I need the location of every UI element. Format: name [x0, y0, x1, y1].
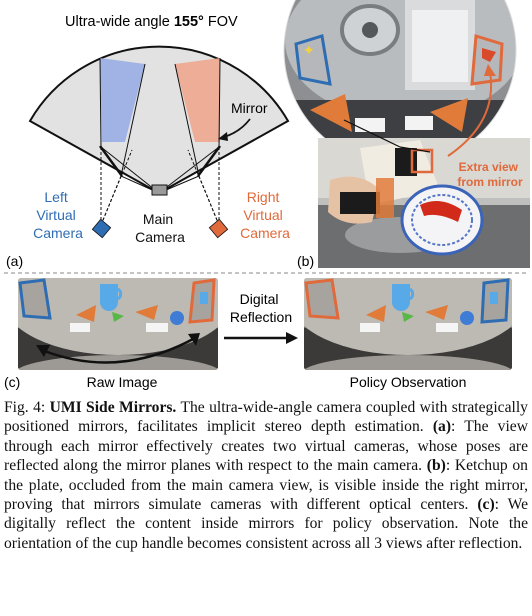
virtual-dashed-rays — [100, 147, 220, 226]
caption-b-tag: (b) — [426, 457, 446, 475]
caption-a-tag: (a) — [432, 418, 452, 436]
panel-c-letter: (c) — [4, 374, 20, 390]
connector-right — [399, 146, 431, 153]
extra-view-arrowhead-icon — [484, 64, 496, 76]
policy-left-mirror — [304, 278, 340, 320]
panel-a-letter: (a) — [6, 253, 23, 269]
sparkle-icon: ✦ — [303, 43, 315, 59]
caption-text-4: : We digitally reflect the content insid… — [4, 496, 529, 552]
right-camera-label: Right Virtual Camera — [240, 189, 290, 241]
connector-left — [343, 119, 401, 148]
raw-image-label: Raw Image — [87, 374, 158, 390]
panel-c: Digital Reflection (c) Raw Image Policy … — [4, 278, 512, 390]
fisheye-left-mirror — [294, 34, 332, 86]
fov-sector — [28, 45, 290, 195]
mirror-label: Mirror — [231, 100, 268, 116]
raw-image — [18, 278, 218, 370]
left-camera-label: Left Virtual Camera — [33, 189, 83, 241]
panel-a-diagram: Ultra-wide angle 155° FOV — [6, 14, 290, 269]
policy-observation-image — [304, 278, 512, 370]
caption-fig-label: Fig. 4: — [4, 399, 50, 416]
digital-reflection-arrowhead-icon — [286, 332, 298, 344]
caption-text-3: : Ketchup on the plate, occluded from th… — [4, 457, 528, 514]
panel-b-photos: ✦ Extra view from mirror — [283, 0, 530, 269]
figure-4: Ultra-wide angle 155° FOV — [4, 0, 530, 390]
gripper-photo — [318, 138, 530, 268]
caption-title: UMI Side Mirrors. — [49, 399, 177, 416]
raw-left-mirror — [18, 278, 52, 320]
caption-text-1: The ultra-wide-angle camera coupled with… — [4, 399, 528, 436]
policy-observation-label: Policy Observation — [350, 374, 467, 390]
fov-title: Ultra-wide angle 155° FOV — [65, 14, 238, 30]
right-virtual-camera-icon — [208, 218, 229, 239]
left-mirror — [98, 145, 124, 177]
right-mirror — [196, 145, 222, 177]
main-camera-rays — [99, 57, 221, 194]
left-virtual-camera-icon — [91, 218, 112, 239]
caption-text-2: : The view through each mirror effective… — [4, 418, 528, 475]
caption-paragraph: Fig. 4: UMI Side Mirrors. The ultra-wide… — [4, 398, 528, 553]
raw-double-arrow-icon — [41, 336, 196, 364]
extra-view-box — [410, 148, 434, 174]
caption-c-tag: (c) — [477, 496, 495, 514]
mirror-arrowhead-icon — [218, 132, 228, 141]
main-camera-label: Main Camera — [135, 211, 185, 245]
extra-view-label: Extra view from mirror — [457, 160, 523, 189]
panel-b-letter: (b) — [297, 253, 314, 269]
extra-view-arrow-icon — [447, 71, 492, 157]
main-camera-icon — [151, 184, 168, 196]
figure-caption: Fig. 4: UMI Side Mirrors. The ultra-wide… — [4, 398, 528, 553]
right-virtual-beam — [175, 58, 220, 142]
left-virtual-beam — [100, 58, 145, 142]
digital-reflection-label: Digital Reflection — [230, 291, 292, 325]
